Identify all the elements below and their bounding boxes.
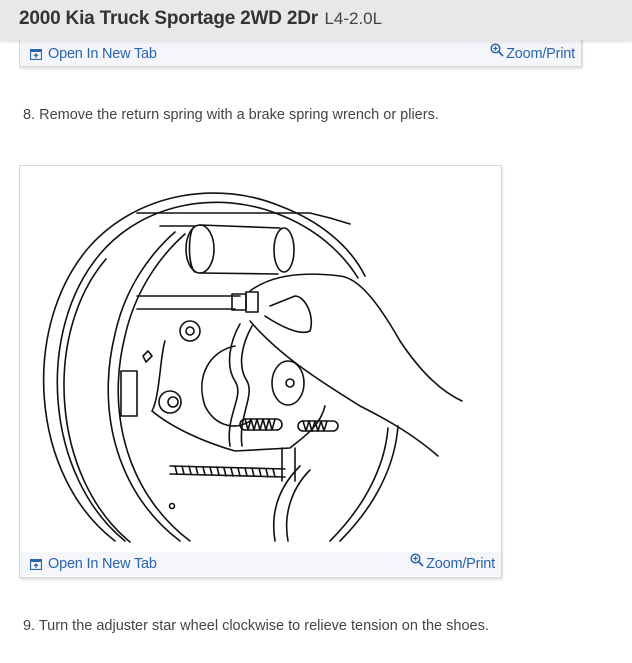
open-in-new-tab-link[interactable]: Open In New Tab bbox=[30, 556, 157, 572]
vehicle-header: 2000 Kia Truck Sportage 2WD 2Dr L4-2.0L bbox=[0, 0, 632, 40]
zoom-print-link[interactable]: Zoom/Print bbox=[410, 553, 495, 572]
open-in-new-tab-label: Open In New Tab bbox=[48, 46, 157, 62]
brake-diagram-image[interactable] bbox=[20, 166, 501, 552]
zoom-print-label: Zoom/Print bbox=[506, 46, 575, 62]
vehicle-engine: L4-2.0L bbox=[324, 9, 383, 28]
zoom-print-label: Zoom/Print bbox=[426, 556, 495, 572]
brake-assembly-drawing bbox=[42, 192, 463, 543]
figure-toolbar: Open In New Tab Zoom/Print bbox=[20, 42, 581, 66]
open-in-new-tab-link[interactable]: Open In New Tab bbox=[30, 46, 157, 62]
vehicle-title: 2000 Kia Truck Sportage 2WD 2Dr bbox=[19, 8, 318, 29]
step-9-instruction: 9. Turn the adjuster star wheel clockwis… bbox=[23, 618, 489, 634]
figure-toolbar: Open In New Tab Zoom/Print bbox=[20, 552, 501, 576]
zoom-print-link[interactable]: Zoom/Print bbox=[490, 43, 575, 62]
zoom-in-icon bbox=[490, 43, 504, 57]
step-8-figure-card: Open In New Tab Zoom/Print bbox=[19, 165, 502, 578]
open-new-tab-icon bbox=[30, 558, 42, 570]
zoom-in-icon bbox=[410, 553, 424, 567]
open-in-new-tab-label: Open In New Tab bbox=[48, 556, 157, 572]
open-new-tab-icon bbox=[30, 48, 42, 60]
step-8-instruction: 8. Remove the return spring with a brake… bbox=[23, 107, 439, 123]
